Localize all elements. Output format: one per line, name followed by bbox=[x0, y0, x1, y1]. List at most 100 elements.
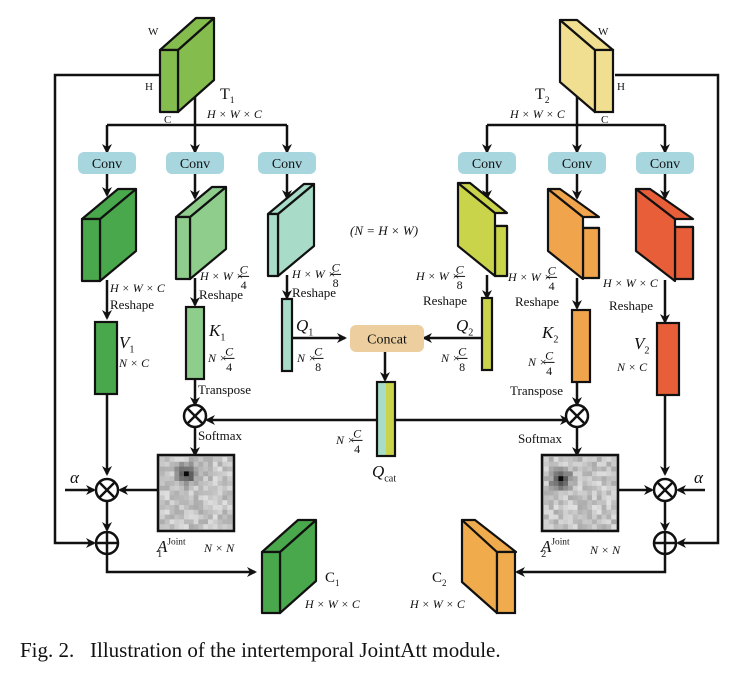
t1-c-label: C bbox=[164, 114, 171, 126]
svg-text:8: 8 bbox=[333, 276, 339, 290]
conv-v1-label: Conv bbox=[92, 157, 122, 172]
conv-v2-label: Conv bbox=[650, 157, 680, 172]
n-definition-note: (N = H × W) bbox=[350, 223, 418, 238]
svg-text:C: C bbox=[332, 260, 341, 274]
c2-dims: H × W × C bbox=[409, 597, 466, 611]
svg-text:8: 8 bbox=[457, 278, 463, 292]
conv-q1 bbox=[258, 152, 316, 174]
v1-vector-dims: N × C bbox=[118, 356, 150, 370]
q2-vector-dims: N ×C8 bbox=[440, 344, 468, 374]
oplus-1-icon bbox=[94, 530, 120, 556]
connectors bbox=[53, 73, 720, 577]
svg-text:4: 4 bbox=[241, 278, 247, 292]
qcat-vector bbox=[375, 380, 397, 458]
svg-text:C: C bbox=[225, 344, 234, 358]
v2-feature-front bbox=[673, 225, 695, 281]
t1-input-tensor bbox=[158, 16, 216, 114]
t2-w-label: W bbox=[598, 26, 609, 38]
oplus1-to-c1 bbox=[105, 554, 257, 577]
v2-feature-dims: H × W × C bbox=[602, 276, 659, 290]
svg-text:4: 4 bbox=[354, 442, 360, 456]
qcat-dims: N ×C4 bbox=[335, 426, 363, 456]
attention-map-1 bbox=[156, 453, 236, 533]
t2-label: T2 bbox=[535, 86, 550, 106]
q2-feature-front bbox=[493, 224, 509, 278]
svg-text:8: 8 bbox=[315, 360, 321, 374]
svg-text:C: C bbox=[456, 262, 465, 276]
qcat-right-half bbox=[386, 382, 395, 456]
t2-h-label: H bbox=[617, 81, 625, 93]
k2-feature-front bbox=[581, 226, 601, 280]
q2-reshape-label: Reshape bbox=[423, 293, 467, 308]
c1-dims: H × W × C bbox=[304, 597, 361, 611]
svg-text:4: 4 bbox=[546, 364, 552, 378]
t1-w-label: W bbox=[148, 26, 159, 38]
k2-vector bbox=[570, 308, 592, 384]
c2-label: C2 bbox=[432, 570, 447, 588]
conv-v1 bbox=[78, 152, 136, 174]
k2-vector-dims: N ×C4 bbox=[527, 348, 555, 378]
k2-transpose-label: Transpose bbox=[510, 383, 563, 398]
v2-vector-dims: N × C bbox=[616, 360, 648, 374]
conv-q2-label: Conv bbox=[472, 157, 502, 172]
c1-label: C1 bbox=[325, 570, 340, 588]
k1-vector-dims: N ×C 4 bbox=[207, 344, 235, 374]
qcat-left-half bbox=[377, 382, 386, 456]
softmax-2-label: Softmax bbox=[518, 431, 563, 446]
v2-vector bbox=[655, 321, 681, 397]
conv-q1-label: Conv bbox=[272, 157, 302, 172]
svg-text:C: C bbox=[314, 344, 323, 358]
k1-feature bbox=[174, 185, 228, 281]
c2-output-side bbox=[495, 550, 517, 615]
v2-label: V2 bbox=[634, 334, 649, 356]
k2-label: K2 bbox=[541, 323, 558, 345]
svg-text:4: 4 bbox=[226, 360, 232, 374]
k2-feature-top bbox=[546, 187, 601, 219]
conv-k1 bbox=[166, 152, 224, 174]
svg-text:N ×: N × bbox=[207, 351, 227, 365]
skip-connection-2 bbox=[615, 73, 720, 548]
svg-text:N ×: N × bbox=[527, 355, 547, 369]
svg-text:N ×: N × bbox=[296, 351, 316, 365]
v1-reshape-label: Reshape bbox=[110, 297, 154, 312]
v2-reshape-label: Reshape bbox=[609, 298, 653, 313]
q1-reshape-label: Reshape bbox=[292, 285, 336, 300]
conv-q2 bbox=[458, 152, 516, 174]
t2-dims: H × W × C bbox=[509, 107, 566, 121]
conv-k2 bbox=[548, 152, 606, 174]
concat-box bbox=[350, 325, 424, 352]
skip-connection-1 bbox=[53, 73, 160, 548]
alpha-1-label: α bbox=[70, 468, 80, 487]
oplus-2-icon bbox=[652, 530, 678, 556]
svg-text:8: 8 bbox=[459, 360, 465, 374]
conv-k2-label: Conv bbox=[562, 157, 592, 172]
k2-reshape-label: Reshape bbox=[515, 294, 559, 309]
q1-vector-dims: N ×C 8 bbox=[296, 344, 324, 374]
shapes bbox=[78, 16, 695, 615]
q1-feature bbox=[266, 182, 316, 278]
v1-feature bbox=[80, 187, 138, 283]
alpha-2-label: α bbox=[694, 468, 704, 487]
q1-label: Q1 bbox=[296, 316, 313, 338]
svg-text:4: 4 bbox=[549, 279, 555, 293]
svg-text:H × W ×: H × W × bbox=[199, 269, 244, 283]
softmax-1-label: Softmax bbox=[198, 428, 243, 443]
t1-dims: H × W × C bbox=[206, 107, 263, 121]
qcat-label: Qcat bbox=[372, 462, 396, 484]
oplus2-to-c2 bbox=[515, 554, 667, 577]
k2-feature-dims: H × W ×C4 bbox=[507, 263, 558, 293]
svg-text:N ×: N × bbox=[440, 351, 460, 365]
svg-text:N ×: N × bbox=[335, 433, 355, 447]
otimes-k2-icon bbox=[564, 403, 590, 429]
svg-text:C: C bbox=[548, 263, 557, 277]
t1-label: T1 bbox=[220, 86, 235, 106]
k1-label: K1 bbox=[208, 321, 225, 343]
figure-caption: Fig. 2. Illustration of the intertempora… bbox=[20, 638, 501, 662]
conv-k1-label: Conv bbox=[180, 157, 210, 172]
q2-feature-top bbox=[456, 181, 509, 215]
t1-h-label: H bbox=[145, 81, 153, 93]
